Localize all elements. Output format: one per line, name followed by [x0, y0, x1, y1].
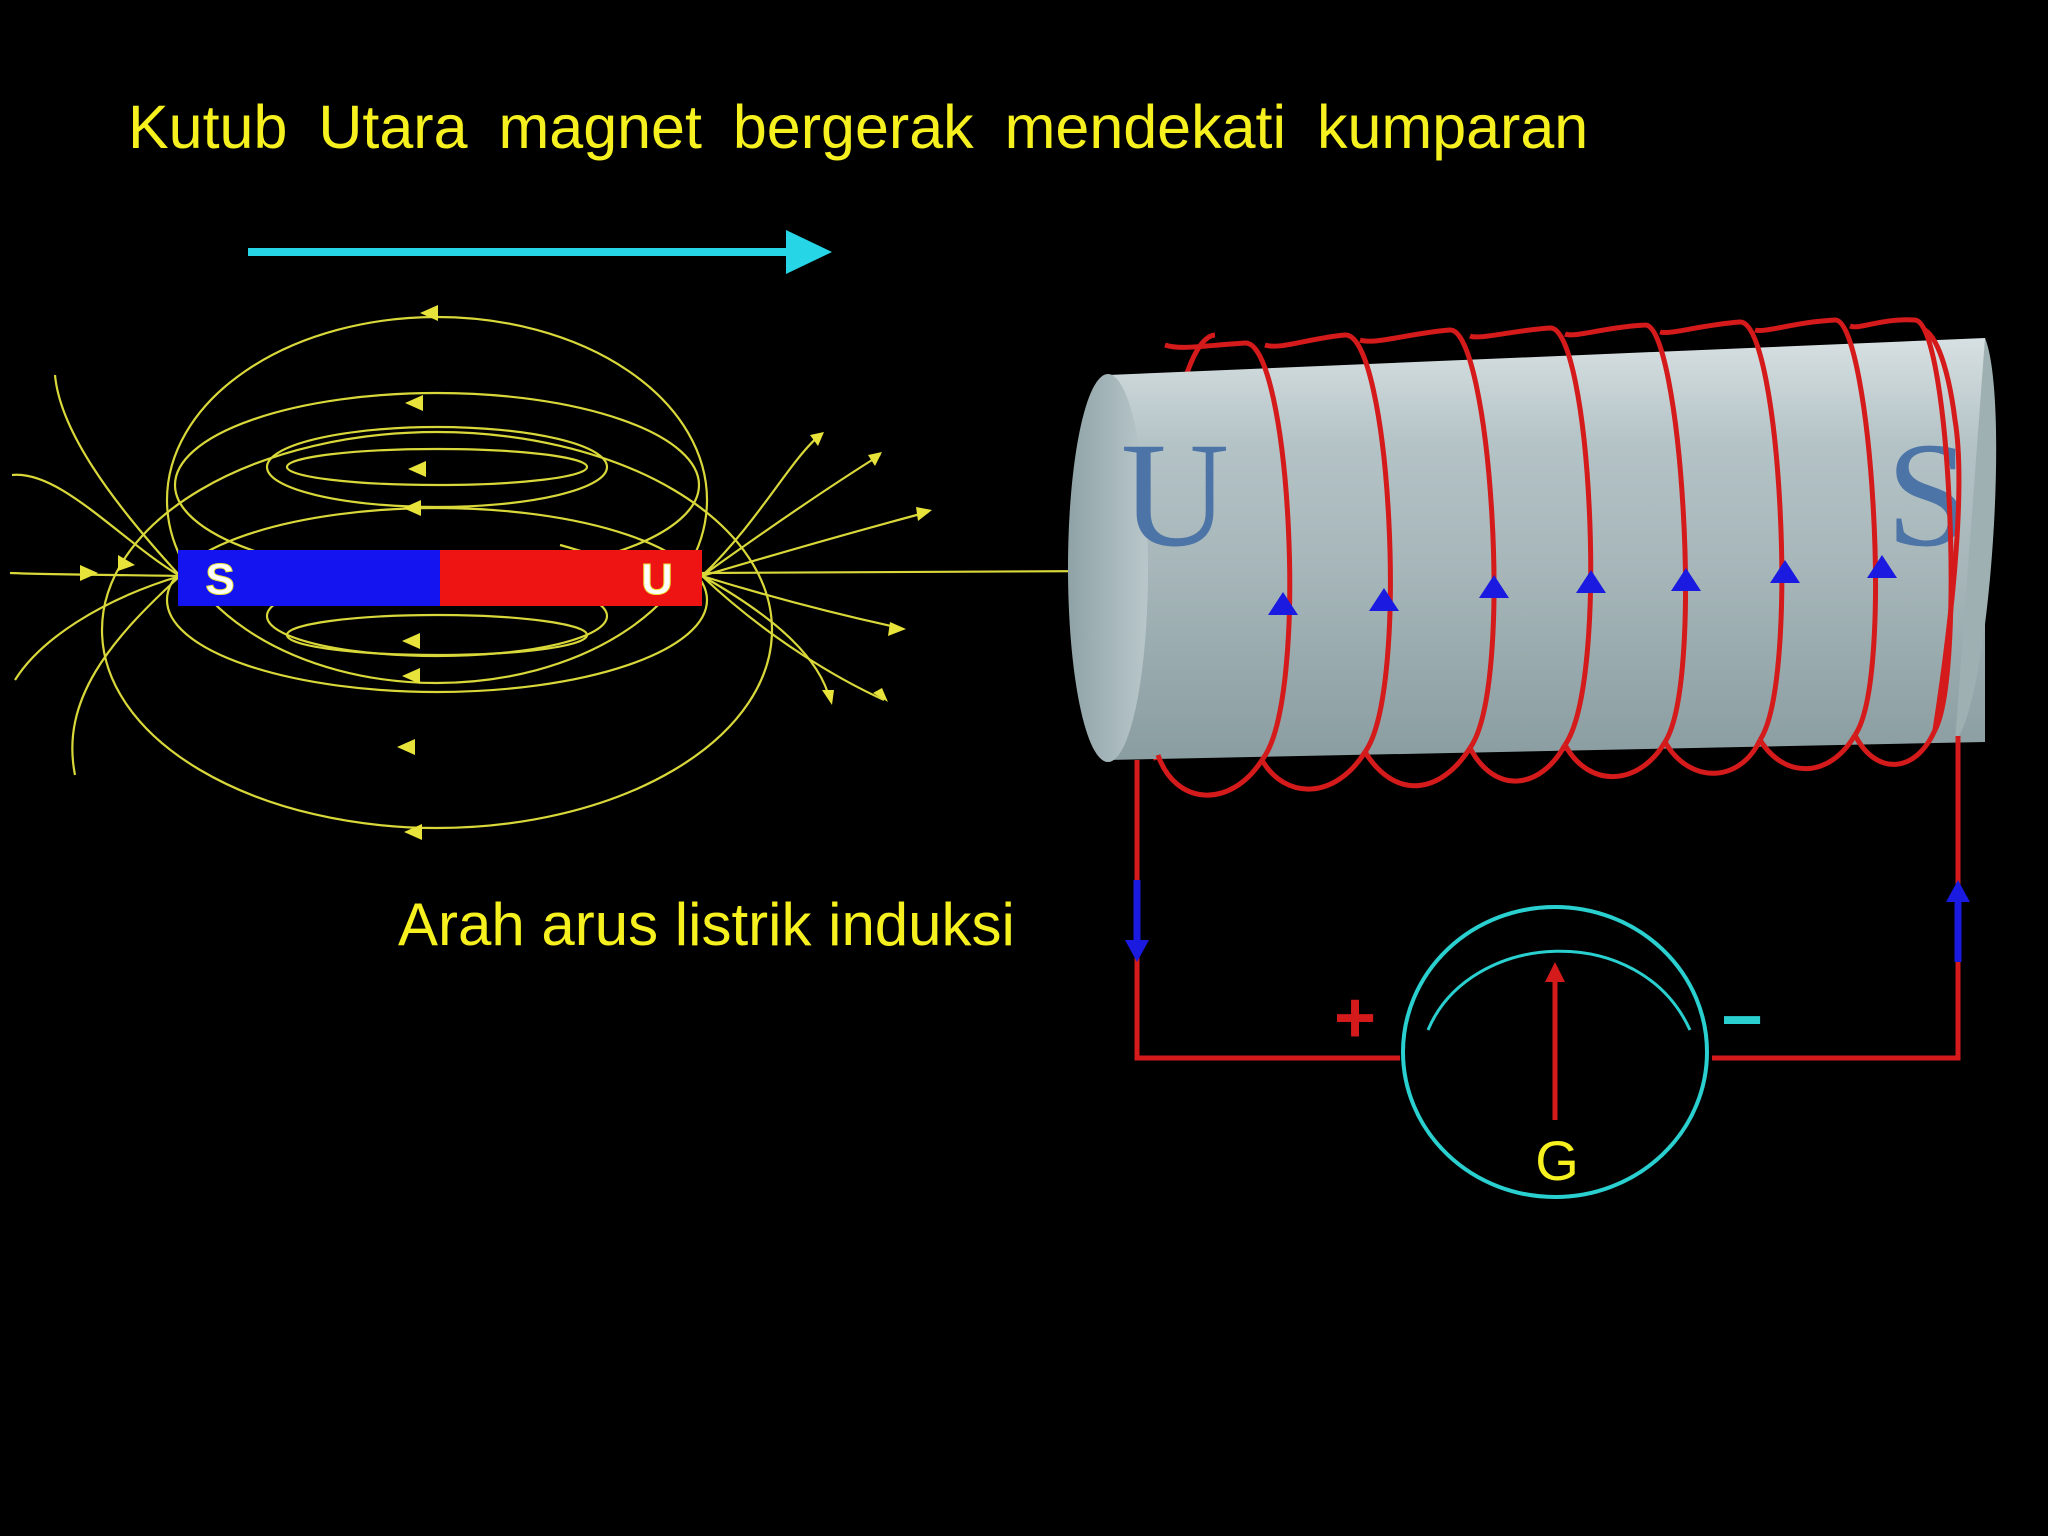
arrow-icon	[1369, 588, 1399, 611]
arrow-icon	[1479, 575, 1509, 598]
bar-magnet: S U	[178, 550, 702, 606]
slide-title: Kutub Utara magnet bergerak mendekati ku…	[128, 93, 1589, 161]
minus-sign: −	[1721, 980, 1763, 1060]
coil-current-arrows	[1268, 555, 1897, 615]
arrow-icon	[1671, 568, 1701, 591]
arrow-icon	[1125, 940, 1149, 962]
coil-left-pole-label: U	[1121, 412, 1229, 578]
plus-sign: +	[1334, 978, 1376, 1058]
magnet-north-half	[440, 550, 702, 606]
galvanometer: G + −	[1334, 905, 1763, 1199]
arrow-icon	[1946, 880, 1970, 902]
magnet-north-label: U	[641, 555, 673, 604]
circuit-current-markers	[1125, 880, 1970, 962]
magnet-south-label: S	[205, 555, 234, 604]
circuit-wires	[1134, 736, 1961, 1061]
galvanometer-label: G	[1535, 1129, 1579, 1192]
arrow-icon	[1867, 555, 1897, 578]
arrow-icon	[1268, 592, 1298, 615]
right-arrow-icon	[248, 230, 832, 274]
arrow-icon	[1770, 560, 1800, 583]
coil-core: U S	[1068, 338, 1997, 762]
field-arrowheads	[80, 305, 1120, 840]
magnet-south-half	[178, 550, 440, 606]
induced-current-label: Arah arus listrik induksi	[398, 891, 1015, 958]
galvanometer-scale	[1426, 949, 1692, 1031]
arrow-icon	[1576, 570, 1606, 593]
coil-windings	[1155, 317, 1962, 798]
